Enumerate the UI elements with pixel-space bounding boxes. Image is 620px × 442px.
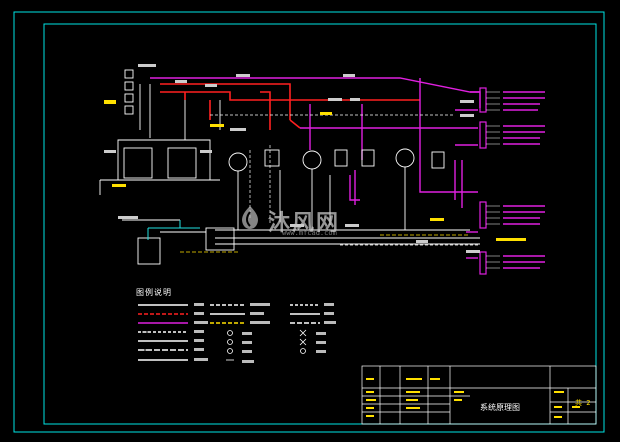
- sheet-number: 共 2: [575, 399, 591, 407]
- drawing-frame: [13, 11, 605, 433]
- water-pipes: [147, 220, 200, 240]
- legend: [138, 303, 336, 363]
- watermark-url: www.mfcad.com: [282, 229, 337, 237]
- yellow-dashed-lines: [180, 234, 470, 253]
- supply-pipes: [160, 83, 420, 130]
- manifolds: [479, 87, 487, 275]
- title-block: [361, 365, 597, 425]
- watermark-logo-icon: [242, 206, 258, 229]
- equipment: [99, 69, 480, 265]
- label-marks: [104, 64, 480, 253]
- manifold-branches: [486, 91, 500, 269]
- manifold-labels: [503, 91, 545, 269]
- title-block-marks: [366, 378, 580, 418]
- yellow-label-marks: [104, 100, 526, 241]
- legend-title: 图例说明: [136, 288, 172, 297]
- drawing-title: 系统原理图: [480, 403, 520, 412]
- watermark-text: 沐风网: [268, 211, 341, 236]
